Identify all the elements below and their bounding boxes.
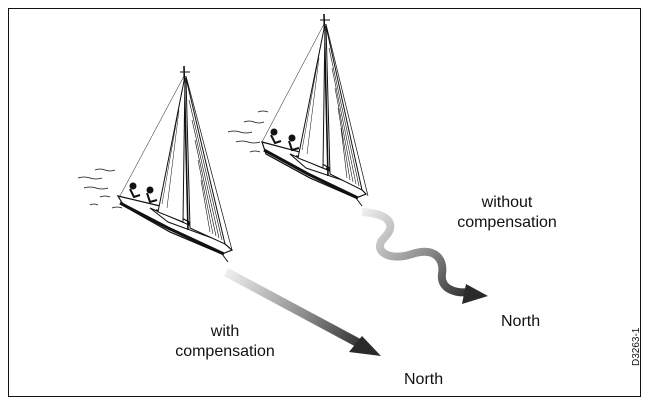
- sailboat-with-compensation: [77, 65, 234, 263]
- arrowhead: [349, 336, 381, 356]
- label-without-line2: compensation: [457, 214, 557, 231]
- north-label-with-compensation: North: [404, 371, 444, 388]
- north-label-without-compensation: North: [501, 313, 541, 330]
- label-with-line2: compensation: [175, 343, 275, 360]
- arrow-with-compensation: [223, 268, 381, 356]
- sailboat-without-compensation: [227, 13, 369, 207]
- label-with-line1: with: [210, 323, 240, 340]
- jib: [185, 77, 226, 245]
- wake-lines: [227, 110, 269, 153]
- figure-code: D3263-1: [631, 327, 642, 366]
- jib: [325, 25, 363, 191]
- figure-frame: [8, 8, 641, 397]
- arrow-without-compensation: [361, 208, 488, 304]
- arrowhead: [462, 284, 488, 304]
- label-without-compensation: without compensation: [432, 193, 582, 233]
- wake-lines: [77, 168, 123, 209]
- label-with-compensation: with compensation: [150, 322, 300, 362]
- label-without-line1: without: [481, 194, 533, 211]
